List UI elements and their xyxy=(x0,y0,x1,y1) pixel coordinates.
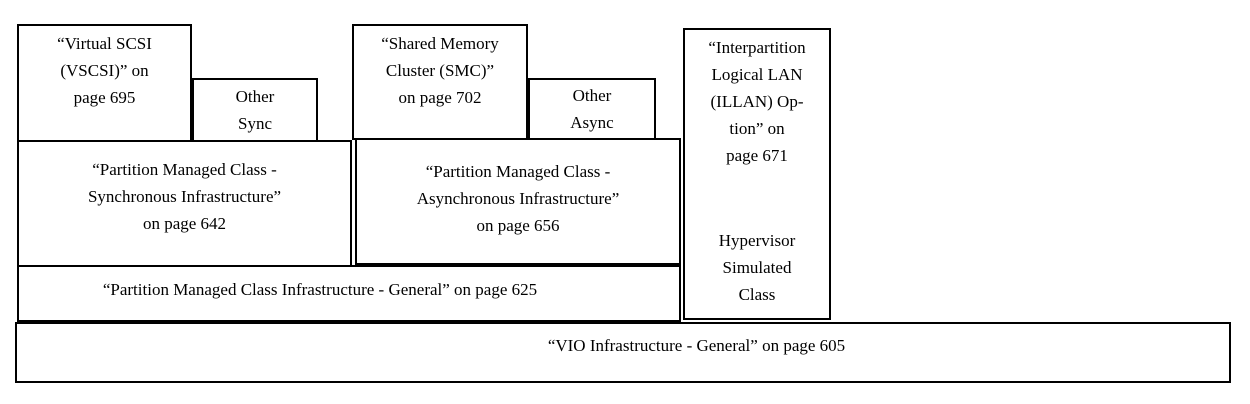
box-hypervisor-simulated-class: “Interpartition Logical LAN (ILLAN) Op- … xyxy=(683,28,831,320)
box-virtual-scsi: “Virtual SCSI (VSCSI)” on page 695 xyxy=(17,24,192,142)
partition-managed-class-synchronous-label: “Partition Managed Class - Synchronous I… xyxy=(87,160,282,233)
box-vio-infrastructure-general: “VIO Infrastructure - General” on page 6… xyxy=(15,322,1231,383)
partition-managed-class-general-label: “Partition Managed Class Infrastructure … xyxy=(102,280,538,299)
box-shared-memory-cluster: “Shared Memory Cluster (SMC)” on page 70… xyxy=(352,24,528,140)
other-sync-label: Other Sync xyxy=(235,87,275,133)
hypervisor-simulated-class-label: Hypervisor Simulated Class xyxy=(718,231,796,304)
box-partition-managed-class-general: “Partition Managed Class Infrastructure … xyxy=(17,265,681,322)
vio-infrastructure-general-label: “VIO Infrastructure - General” on page 6… xyxy=(547,336,846,355)
box-other-async: Other Async xyxy=(528,78,656,140)
other-async-label: Other Async xyxy=(570,86,614,132)
box-partition-managed-class-synchronous: “Partition Managed Class - Synchronous I… xyxy=(17,140,352,267)
box-partition-managed-class-asynchronous: “Partition Managed Class - Asynchronous … xyxy=(355,138,681,265)
shared-memory-cluster-label: “Shared Memory Cluster (SMC)” on page 70… xyxy=(381,34,499,107)
box-other-sync: Other Sync xyxy=(192,78,318,142)
virtual-scsi-label: “Virtual SCSI (VSCSI)” on page 695 xyxy=(57,34,152,107)
partition-managed-class-asynchronous-label: “Partition Managed Class - Asynchronous … xyxy=(416,162,620,235)
illan-option-label: “Interpartition Logical LAN (ILLAN) Op- … xyxy=(708,38,806,165)
